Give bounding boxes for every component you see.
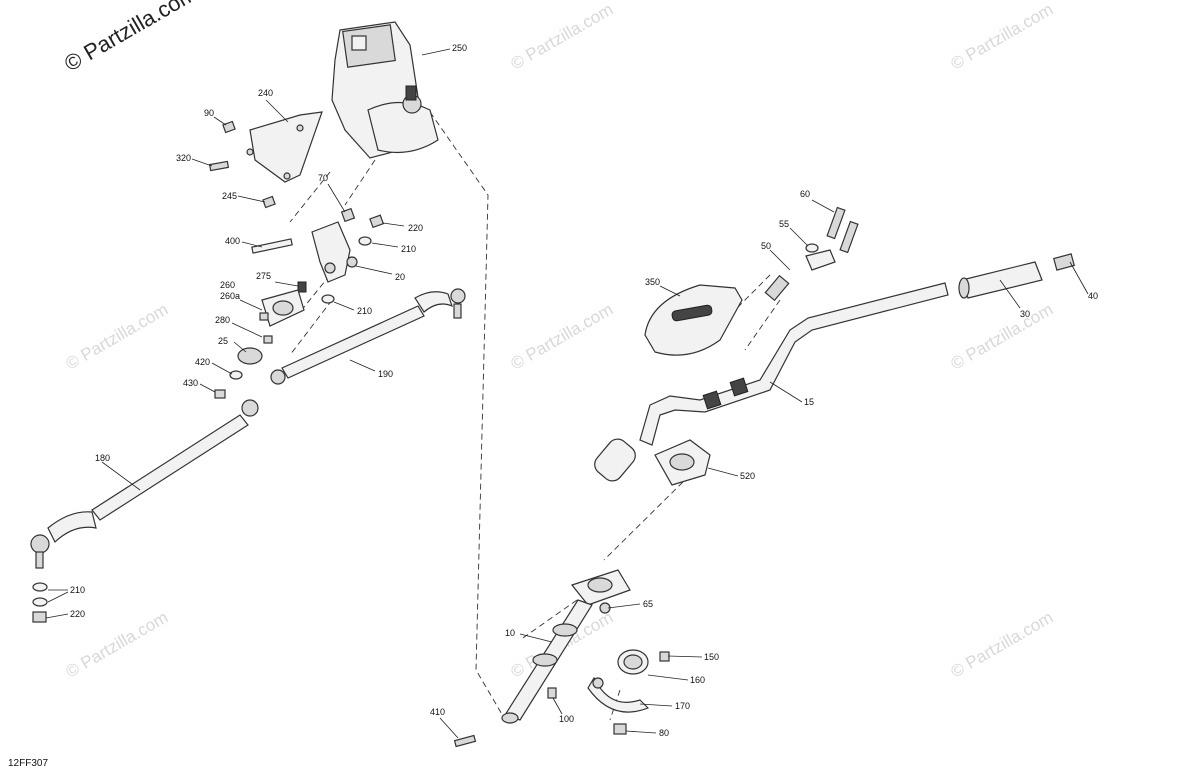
callout-160: 160 [690, 675, 705, 685]
callout-210: 210 [357, 306, 372, 316]
callout-260: 260 [220, 280, 235, 290]
watermarks: © Partzilla.com © Partzilla.com © Partzi… [60, 0, 1056, 681]
watermark: © Partzilla.com [63, 300, 172, 374]
callout-180: 180 [95, 453, 110, 463]
callout-280: 280 [215, 315, 230, 325]
callout-260a: 260a [220, 291, 240, 301]
tie-rod-lower [30, 399, 259, 623]
watermark: © Partzilla.com [948, 608, 1057, 682]
callout-275: 275 [256, 271, 271, 281]
mount-plate [214, 289, 305, 399]
watermark: © Partzilla.com [948, 300, 1057, 374]
callout-420: 420 [195, 357, 210, 367]
callout-400: 400 [225, 236, 240, 246]
callout-520: 520 [740, 471, 755, 481]
tie-rod-upper [270, 288, 466, 385]
callout-25: 25 [218, 336, 228, 346]
callout-220: 220 [70, 609, 85, 619]
callout-190: 190 [378, 369, 393, 379]
callout-30: 30 [1020, 309, 1030, 319]
watermark-main: © Partzilla.com [60, 0, 201, 76]
callout-170: 170 [675, 701, 690, 711]
upper-clamp [764, 206, 859, 302]
callout-20: 20 [395, 272, 405, 282]
callout-40: 40 [1088, 291, 1098, 301]
callout-55: 55 [779, 219, 789, 229]
steering-column [501, 569, 631, 724]
callout-labels: 250 240 90 320 245 70 220 400 210 20 275… [70, 43, 1098, 738]
watermark: © Partzilla.com [508, 0, 617, 73]
callout-320: 320 [176, 153, 191, 163]
lower-clamp [654, 439, 711, 486]
callout-410: 410 [430, 707, 445, 717]
grip [958, 253, 1075, 299]
column-support [453, 649, 670, 748]
callout-90: 90 [204, 108, 214, 118]
callout-10: 10 [505, 628, 515, 638]
callout-210: 210 [401, 244, 416, 254]
callout-220: 220 [408, 223, 423, 233]
callout-100: 100 [559, 714, 574, 724]
callout-250: 250 [452, 43, 467, 53]
callout-350: 350 [645, 277, 660, 287]
callout-15: 15 [804, 397, 814, 407]
assembly-lines [289, 111, 781, 721]
leader-lines [45, 48, 1089, 739]
callout-210: 210 [70, 585, 85, 595]
callout-60: 60 [800, 189, 810, 199]
callout-240: 240 [258, 88, 273, 98]
watermark: © Partzilla.com [508, 300, 617, 374]
callout-245: 245 [222, 191, 237, 201]
callout-70: 70 [318, 173, 328, 183]
callout-50: 50 [761, 241, 771, 251]
handlebar [594, 282, 949, 482]
watermark: © Partzilla.com [948, 0, 1057, 73]
callout-150: 150 [704, 652, 719, 662]
callout-65: 65 [643, 599, 653, 609]
bracket [246, 111, 323, 183]
diagram-code: 12FF307 [8, 758, 48, 769]
power-steering-unit [331, 21, 439, 159]
small-bolts [208, 120, 276, 209]
callout-430: 430 [183, 378, 198, 388]
pitman-arm [251, 207, 385, 304]
callout-80: 80 [659, 728, 669, 738]
handlebar-cover [644, 284, 743, 356]
